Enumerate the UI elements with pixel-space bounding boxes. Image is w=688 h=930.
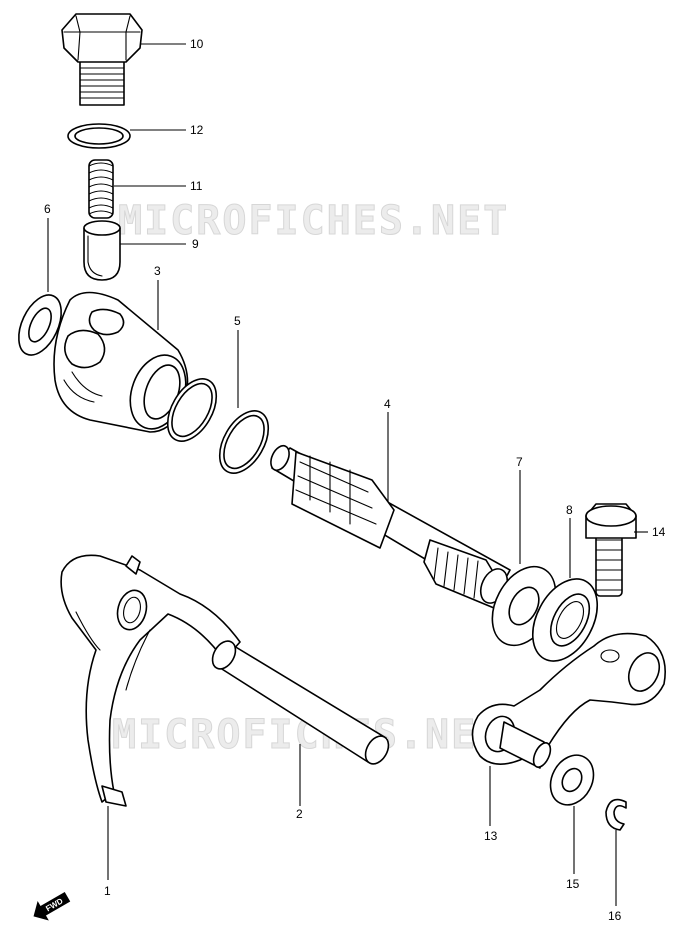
part-12-washer	[67, 123, 131, 149]
part-2-rod	[211, 640, 390, 765]
callout-13: 13	[484, 829, 498, 843]
callout-12: 12	[190, 123, 204, 137]
part-4-shaft	[270, 444, 511, 609]
part-9-plunger	[83, 220, 121, 281]
callout-9: 9	[192, 237, 199, 251]
part-1-shift-fork	[60, 554, 241, 807]
callout-14: 14	[652, 525, 666, 539]
part-13-shift-arm	[471, 632, 666, 769]
callout-5: 5	[234, 314, 241, 328]
callout-labels: 10 12 11 9 6 3 5 4 7 8 14 2 1 13 15 16	[44, 37, 666, 923]
part-11-spring	[88, 159, 114, 219]
callout-8: 8	[566, 503, 573, 517]
callout-1: 1	[104, 884, 111, 898]
callout-3: 3	[154, 264, 161, 278]
callout-6: 6	[44, 202, 51, 216]
watermark-top: MICROFICHES.NET	[118, 198, 509, 244]
part-10-hex-bolt	[61, 13, 143, 106]
part-8-oil-seal	[531, 578, 599, 662]
callout-10: 10	[190, 37, 204, 51]
part-14-bolt	[585, 503, 637, 597]
fwd-arrow-icon: FWD	[33, 891, 71, 921]
part-6-washer	[18, 294, 62, 356]
callout-4: 4	[384, 397, 391, 411]
leader-lines	[47, 43, 648, 906]
callout-2: 2	[296, 807, 303, 821]
callout-7: 7	[516, 455, 523, 469]
part-5-springs	[166, 378, 270, 474]
part-15-washer	[549, 754, 595, 806]
part-16-clip	[605, 798, 627, 831]
callout-11: 11	[190, 179, 203, 193]
callout-16: 16	[608, 909, 622, 923]
callout-15: 15	[566, 877, 580, 891]
